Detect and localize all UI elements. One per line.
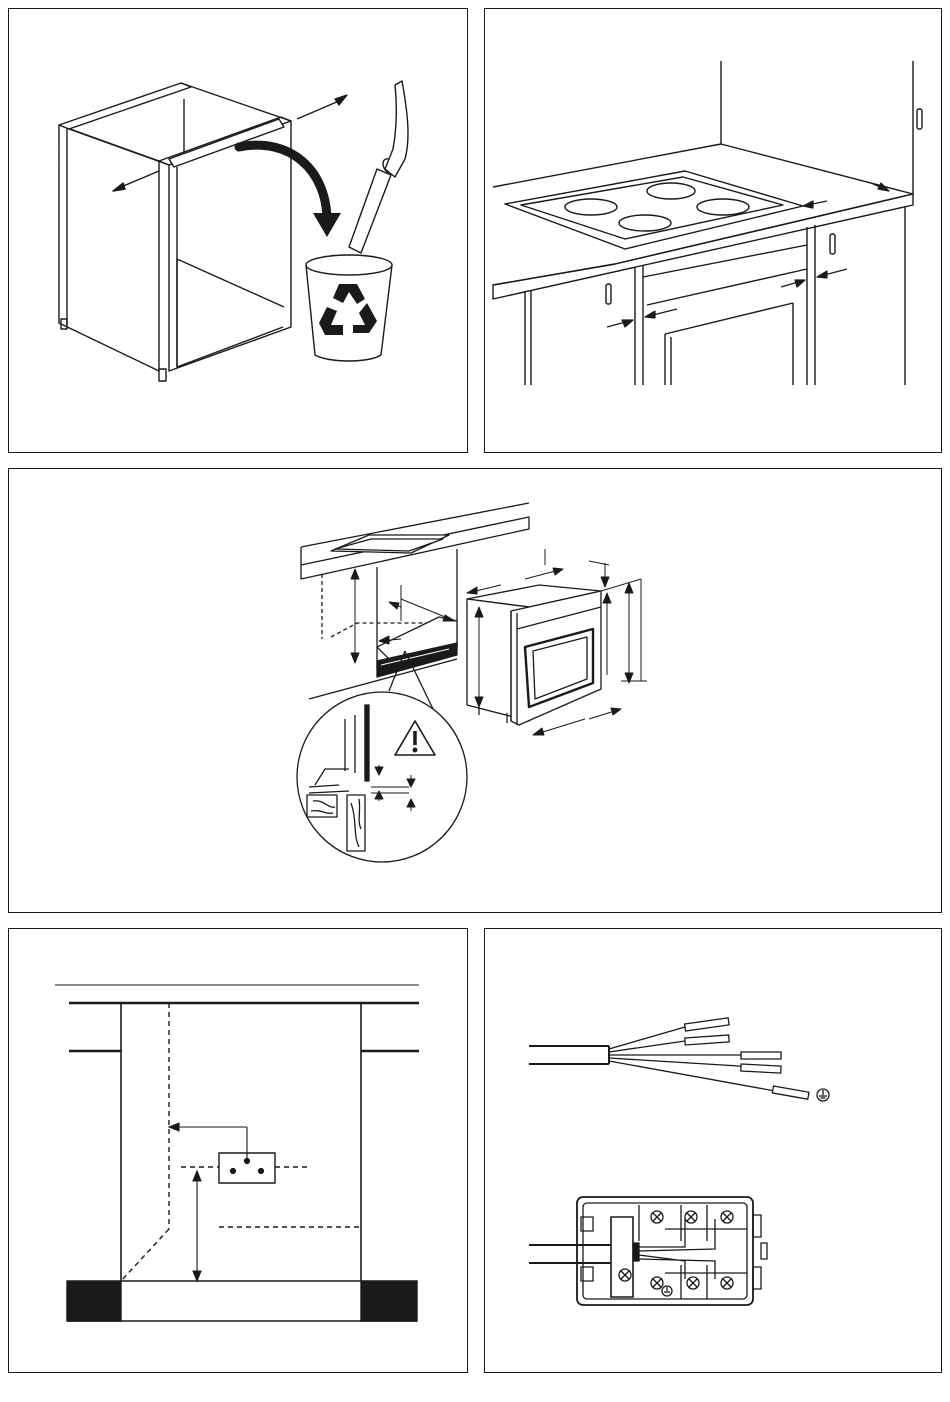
electrical-connection-drawing [485, 929, 943, 1374]
panel-electrical-connection [484, 928, 942, 1373]
hob-clearance-drawing [485, 9, 943, 454]
plinth-icon [67, 1281, 417, 1321]
wire-sleeve-icon [685, 1018, 809, 1099]
oven-door-icon [643, 245, 807, 385]
panel-hob-and-oven-clearance [484, 8, 942, 453]
strip-icon [349, 169, 391, 253]
earth-symbol-icon [817, 1089, 829, 1101]
cabinet-preparation-drawing [9, 9, 469, 454]
hand-icon [383, 81, 408, 177]
cable-icon [529, 1027, 775, 1091]
panel-built-in-dimensions [8, 468, 942, 913]
cabinet-icon [59, 83, 291, 381]
panel-socket-position [8, 928, 468, 1373]
panel-cabinet-preparation [8, 8, 468, 453]
niche-icon [69, 1003, 419, 1281]
recycle-icon [319, 284, 377, 335]
oven-icon [467, 585, 601, 725]
recycle-bin-icon [306, 255, 392, 361]
socket-position-drawing [9, 929, 469, 1374]
detail-circle-icon [297, 651, 467, 862]
built-in-dimensions-drawing [9, 469, 943, 914]
dimension-arrow-icon [169, 1123, 247, 1281]
